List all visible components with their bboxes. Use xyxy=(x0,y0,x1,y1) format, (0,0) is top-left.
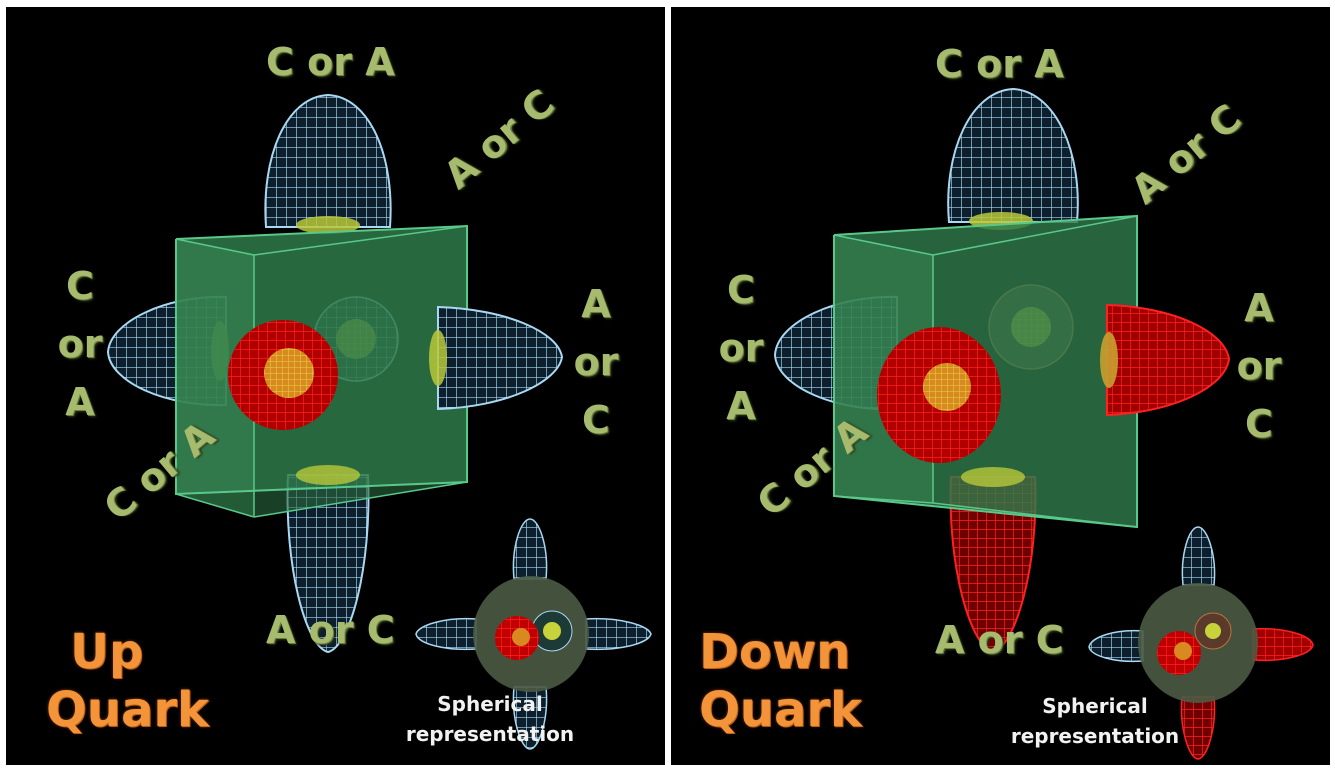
spherical-caption-line-2: representation xyxy=(1010,724,1180,748)
bottom-charge-label: A or C xyxy=(266,608,395,652)
quark-title-line-1: Down xyxy=(699,624,851,680)
quark-title-line-2: Quark xyxy=(46,682,209,738)
top-lobe xyxy=(947,87,1079,230)
right-label-line-2: or xyxy=(1236,344,1282,388)
right-label-line-1: A xyxy=(581,282,611,326)
bottom-lobe xyxy=(949,476,1037,654)
top-lobe xyxy=(264,93,392,234)
left-charge-label: C or A xyxy=(50,257,110,431)
bottom-charge-label: A or C xyxy=(935,618,1064,662)
spherical-caption: Spherical representation xyxy=(995,691,1195,751)
quark-title: Up Quark xyxy=(46,623,209,739)
left-label-line-2: or xyxy=(57,322,103,366)
front-red-sphere xyxy=(877,327,1001,463)
top-charge-label: C or A xyxy=(935,42,1064,86)
left-label-line-1: C xyxy=(66,264,94,308)
right-label-line-3: C xyxy=(1245,402,1273,446)
quark-title-line-1: Up xyxy=(70,624,144,680)
left-label-line-2: or xyxy=(718,326,764,370)
spherical-caption-line-1: Spherical xyxy=(437,692,543,716)
top-charge-label: C or A xyxy=(266,40,395,84)
down-quark-panel: C or A A or C C or A A or C C or A A or … xyxy=(671,7,1330,765)
right-charge-label: A or C xyxy=(566,275,626,449)
right-lobe xyxy=(429,305,564,411)
spherical-caption-line-2: representation xyxy=(405,722,575,746)
spherical-caption: Spherical representation xyxy=(390,689,590,749)
front-red-sphere xyxy=(228,320,338,430)
up-quark-diagram xyxy=(106,93,564,654)
left-charge-label: C or A xyxy=(711,261,771,435)
left-label-line-3: A xyxy=(65,380,95,424)
left-label-line-1: C xyxy=(727,268,755,312)
up-quark-panel: C or A A or C C or A A or C C or A A or … xyxy=(6,7,665,765)
right-label-line-1: A xyxy=(1244,286,1274,330)
right-label-line-3: C xyxy=(582,398,610,442)
quark-title: Down Quark xyxy=(699,623,862,739)
bottom-lobe xyxy=(286,474,370,654)
right-charge-label: A or C xyxy=(1229,279,1289,453)
left-label-line-3: A xyxy=(726,384,756,428)
spherical-caption-line-1: Spherical xyxy=(1042,694,1148,718)
down-quark-diagram xyxy=(773,87,1231,654)
right-lobe xyxy=(1100,303,1231,417)
quark-title-line-2: Quark xyxy=(699,682,862,738)
right-label-line-2: or xyxy=(573,340,619,384)
